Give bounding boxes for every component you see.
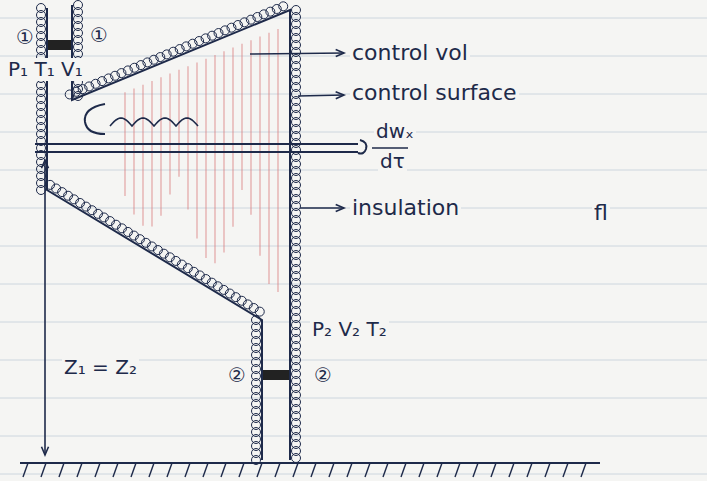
ground-hatch	[491, 463, 496, 477]
label: P₁ T₁ V₁	[6, 58, 85, 81]
paper-line	[0, 474, 707, 475]
label: control surface	[350, 80, 519, 105]
inlet-piston	[48, 40, 71, 50]
leader-arrow	[300, 207, 344, 209]
paper-line	[0, 398, 707, 399]
control-volume-hatch	[259, 36, 260, 255]
ground-hatch	[77, 463, 82, 477]
control-volume-hatch	[169, 74, 170, 195]
control-volume-hatch	[205, 59, 206, 258]
dimension-arrow	[44, 300, 46, 455]
label: ②	[226, 364, 248, 387]
outlet-piston	[263, 370, 289, 380]
control-volume-hatch	[151, 81, 152, 226]
leader-arrow	[298, 95, 344, 96]
control-volume-hatch	[232, 48, 233, 227]
control-volume-hatch	[241, 44, 242, 190]
heat-symbol	[110, 118, 198, 126]
ground-hatch	[311, 463, 316, 477]
ground-hatch	[293, 463, 298, 477]
ground-hatch	[41, 463, 46, 477]
ground-hatch	[329, 463, 334, 477]
ground-hatch	[365, 463, 370, 477]
paper-line	[0, 18, 707, 19]
control-volume-hatch	[142, 85, 143, 226]
paper-line	[0, 284, 707, 285]
leader-arrow	[336, 92, 344, 99]
ground-hatch	[527, 463, 532, 477]
label: insulation	[350, 195, 461, 220]
label: ①	[88, 24, 110, 47]
paper-line	[0, 436, 707, 437]
label: P₂ V₂ T₂	[310, 318, 389, 341]
label: ②	[312, 364, 334, 387]
shaft	[35, 151, 358, 153]
fraction-bar	[372, 147, 408, 149]
ground-hatch	[131, 463, 136, 477]
ground-hatch	[221, 463, 226, 477]
ground-hatch	[149, 463, 154, 477]
leader-arrow	[336, 204, 344, 211]
ground-hatch	[347, 463, 352, 477]
ground-hatch	[545, 463, 550, 477]
insulation-loop	[37, 186, 46, 195]
leader-arrow	[250, 53, 344, 54]
ground-hatch	[509, 463, 514, 477]
control-volume-hatch	[196, 62, 197, 238]
dimension-arrow	[44, 160, 46, 300]
ground-hatch	[167, 463, 172, 477]
ground-hatch	[563, 463, 568, 477]
ground-hatch	[185, 463, 190, 477]
control-volume-hatch	[214, 55, 215, 263]
ground-hatch	[257, 463, 262, 477]
ground-hatch	[275, 463, 280, 477]
control-volume-hatch	[160, 77, 161, 215]
control-volume-hatch	[277, 29, 278, 292]
device-wall	[72, 5, 290, 460]
label: dwₓ	[374, 120, 416, 143]
control-volume-hatch	[187, 66, 188, 209]
ground-hatch	[59, 463, 64, 477]
control-volume-hatch	[268, 33, 269, 284]
label: ①	[14, 26, 36, 49]
leader-arrow	[336, 50, 344, 57]
paper-line	[0, 246, 707, 247]
ground-hatch	[419, 463, 424, 477]
ground-hatch	[203, 463, 208, 477]
ground-hatch	[239, 463, 244, 477]
control-volume-hatch	[250, 40, 251, 215]
ground-hatch	[383, 463, 388, 477]
ground-line	[20, 462, 600, 464]
heat-symbol	[85, 104, 105, 134]
ground-hatch	[23, 463, 28, 477]
ground-hatch	[473, 463, 478, 477]
ground-hatch	[455, 463, 460, 477]
shaft	[35, 143, 358, 145]
work-arrow	[358, 140, 366, 154]
ground-hatch	[113, 463, 118, 477]
label: fl	[592, 200, 610, 225]
ground-hatch	[581, 463, 586, 477]
insulation-loop	[292, 454, 301, 463]
label: dτ	[378, 150, 407, 173]
insulation-loop	[255, 307, 264, 316]
ground-hatch	[401, 463, 406, 477]
dimension-arrow	[41, 160, 48, 168]
paper-line	[0, 170, 707, 171]
label: control vol	[350, 40, 470, 65]
ground-hatch	[437, 463, 442, 477]
label: Z₁ = Z₂	[62, 356, 139, 379]
ground-hatch	[95, 463, 100, 477]
dimension-arrow	[41, 447, 48, 455]
insulation-loop	[279, 2, 288, 11]
paper-line	[0, 132, 707, 133]
